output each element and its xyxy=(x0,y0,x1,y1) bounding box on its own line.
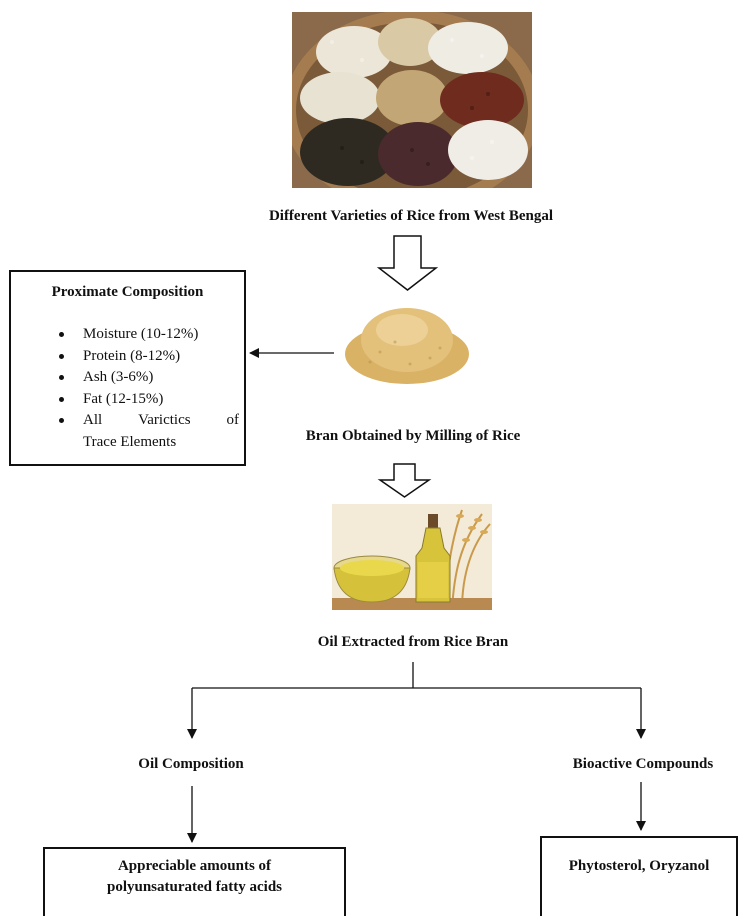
oil-caption: Oil Extracted from Rice Bran xyxy=(317,634,509,650)
trace-word-2: Varictics xyxy=(138,412,191,428)
rice-caption: Different Varieties of Rice from West Be… xyxy=(268,208,554,224)
proximate-item-ash: Ash (3-6%) xyxy=(55,367,239,389)
oil-composition-label: Oil Composition xyxy=(138,756,244,772)
phytosterol-result-box: Phytosterol, Oryzanol xyxy=(540,836,738,916)
phytosterol-text: Phytosterol, Oryzanol xyxy=(568,858,710,874)
pufa-line-1: Appreciable amounts of xyxy=(117,858,272,874)
proximate-list: Moisture (10-12%) Protein (8-12%) Ash (3… xyxy=(55,324,239,453)
pufa-result-box: Appreciable amounts of polyunsaturated f… xyxy=(43,847,346,916)
proximate-title: Proximate Composition xyxy=(51,284,204,300)
hollow-down-arrow-1 xyxy=(376,235,439,291)
proximate-item-fat: Fat (12-15%) xyxy=(55,389,239,411)
proximate-item-moisture: Moisture (10-12%) xyxy=(55,324,239,346)
trace-line-2: Trace Elements xyxy=(83,433,177,450)
bioactive-compounds-label: Bioactive Compounds xyxy=(572,756,714,772)
trace-word-3: of xyxy=(226,412,240,428)
bran-powder-image xyxy=(340,292,474,390)
bran-caption: Bran Obtained by Milling of Rice xyxy=(305,428,521,444)
proximate-item-trace-elements: All Varictics of Trace Elements xyxy=(55,410,239,453)
rice-varieties-image xyxy=(292,12,532,188)
rice-bran-oil-image xyxy=(332,504,492,610)
trace-word-1: All xyxy=(83,412,103,428)
hollow-down-arrow-2 xyxy=(377,463,432,498)
proximate-composition-box: Proximate Composition Moisture (10-12%) … xyxy=(9,270,246,466)
proximate-item-protein: Protein (8-12%) xyxy=(55,346,239,368)
pufa-line-2: polyunsaturated fatty acids xyxy=(106,879,282,895)
